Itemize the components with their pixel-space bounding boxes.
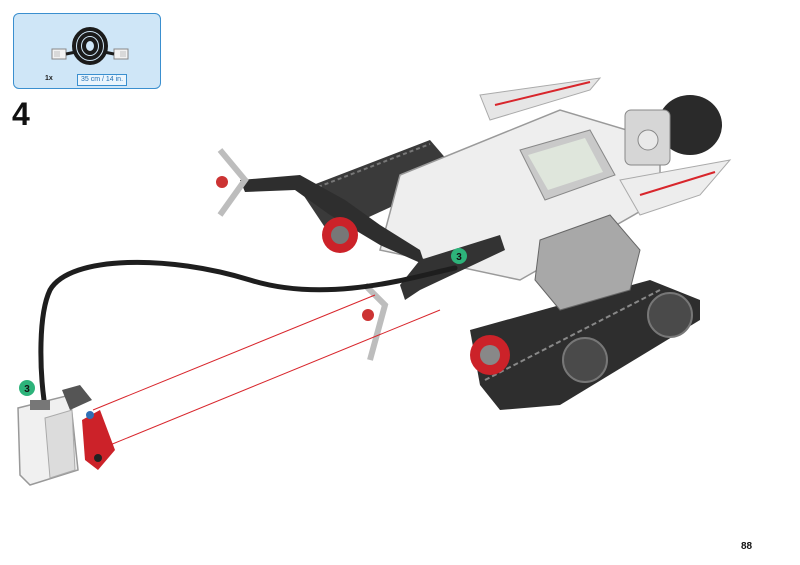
assembly-guide-lines bbox=[92, 294, 441, 446]
step-number: 4 bbox=[12, 96, 30, 132]
arm-beam-left bbox=[216, 148, 425, 265]
svg-text:3: 3 bbox=[456, 252, 462, 263]
cable-part-icon bbox=[51, 27, 129, 65]
page-number: 88 bbox=[741, 541, 753, 552]
right-track bbox=[470, 280, 700, 410]
connecting-cable bbox=[38, 259, 458, 403]
large-motor bbox=[624, 95, 722, 166]
medium-motor bbox=[534, 214, 641, 311]
brick-port-callout: 3 bbox=[451, 248, 467, 264]
part-quantity: 1x bbox=[45, 75, 53, 82]
red-gear-hub bbox=[322, 217, 510, 375]
touch-sensor-assembly bbox=[17, 385, 115, 486]
cable-length-label: 35 cm / 14 in. bbox=[77, 74, 128, 86]
sensor-port-callout: 3 bbox=[19, 380, 35, 396]
parts-box: 1x 35 cm / 14 in. bbox=[13, 13, 161, 89]
svg-text:3: 3 bbox=[24, 384, 30, 395]
